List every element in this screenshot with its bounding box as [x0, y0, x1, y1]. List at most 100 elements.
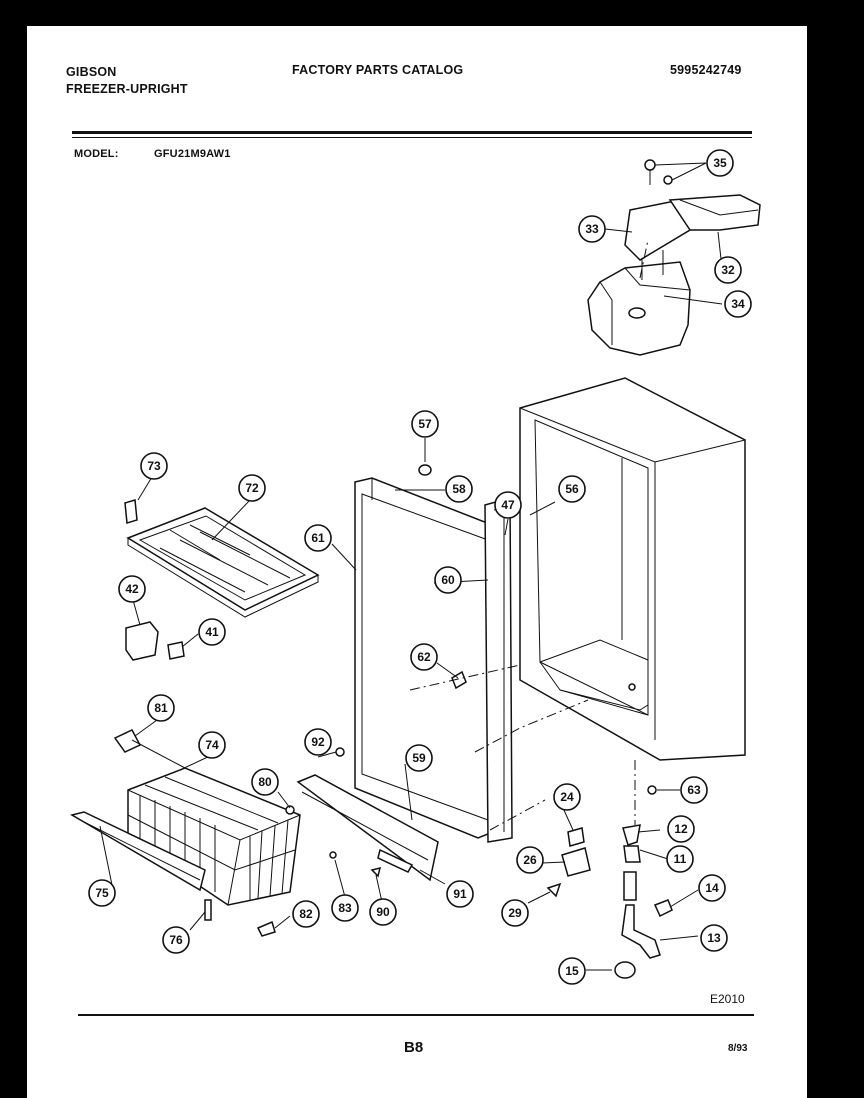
header-rule-thin	[72, 137, 752, 138]
callout-33: 33	[578, 215, 606, 243]
callout-92: 92	[304, 728, 332, 756]
callout-62: 62	[410, 643, 438, 671]
fan-motor-assembly	[587, 159, 761, 356]
callout-circle	[198, 731, 226, 759]
callout-63: 63	[680, 776, 708, 804]
callout-label: 61	[311, 531, 325, 545]
callout-label: 42	[125, 582, 139, 596]
callout-circle	[666, 845, 694, 873]
callout-label: 47	[501, 498, 515, 512]
callout-label: 72	[245, 481, 259, 495]
callout-label: 82	[299, 907, 313, 921]
page-number: B8	[404, 1039, 423, 1056]
footer-rule	[78, 1014, 754, 1016]
callout-circle	[304, 524, 332, 552]
callout-label: 91	[453, 887, 467, 901]
callout-circle	[724, 290, 752, 318]
callout-74: 74	[198, 731, 226, 759]
callout-56: 56	[558, 475, 586, 503]
callout-91: 91	[446, 880, 474, 908]
callout-circle	[698, 874, 726, 902]
callout-label: 11	[674, 852, 687, 866]
callout-circle	[714, 256, 742, 284]
catalog-number: 5995242749	[670, 63, 742, 77]
callout-24: 24	[553, 783, 581, 811]
callout-60: 60	[434, 566, 462, 594]
callout-label: 63	[687, 783, 701, 797]
callout-90: 90	[369, 898, 397, 926]
callout-circle	[700, 924, 728, 952]
callout-circle	[198, 618, 226, 646]
grilles	[70, 774, 439, 892]
callout-label: 62	[417, 650, 431, 664]
callout-83: 83	[331, 894, 359, 922]
callout-label: 14	[705, 881, 719, 895]
callout-circle	[501, 899, 529, 927]
callout-label: 60	[441, 573, 455, 587]
callout-circle	[410, 643, 438, 671]
callout-group: 35 33 32 34 57 58 47 56 73 72 61 60 42 41 62 81 74 92 80 59…	[88, 149, 752, 985]
callout-35: 35	[706, 149, 734, 177]
callout-circle	[706, 149, 734, 177]
callout-circle	[292, 900, 320, 928]
callout-label: 74	[205, 738, 219, 752]
header-rule-thick	[72, 131, 752, 134]
callout-32: 32	[714, 256, 742, 284]
callout-circle	[558, 475, 586, 503]
callout-label: 35	[713, 156, 727, 170]
print-date: 8/93	[728, 1043, 748, 1054]
callout-12: 12	[667, 815, 695, 843]
callout-label: 29	[508, 906, 522, 920]
callout-circle	[578, 215, 606, 243]
model-number: GFU21M9AW1	[154, 148, 231, 160]
callout-label: 76	[169, 933, 183, 947]
callout-42: 42	[118, 575, 146, 603]
callout-47: 47	[494, 491, 522, 519]
callout-26: 26	[516, 846, 544, 874]
callout-15: 15	[558, 957, 586, 985]
callout-11: 11	[666, 845, 694, 873]
callout-circle	[445, 475, 473, 503]
callout-label: 41	[205, 625, 219, 639]
callout-circle	[251, 768, 279, 796]
callout-34: 34	[724, 290, 752, 318]
assembly-dash-lines	[409, 239, 649, 831]
callout-41: 41	[198, 618, 226, 646]
callout-label: 80	[258, 775, 272, 789]
callout-label: 12	[674, 822, 688, 836]
callout-circle	[446, 880, 474, 908]
diagram-code: E2010	[710, 992, 745, 1006]
callout-label: 73	[147, 459, 161, 473]
callout-circle	[238, 474, 266, 502]
callout-58: 58	[445, 475, 473, 503]
callout-circle	[434, 566, 462, 594]
callout-label: 24	[560, 790, 574, 804]
callout-circle	[88, 879, 116, 907]
product-type: FREEZER-UPRIGHT	[66, 82, 188, 96]
callout-73: 73	[140, 452, 168, 480]
callout-61: 61	[304, 524, 332, 552]
callout-label: 13	[707, 931, 721, 945]
callout-label: 59	[412, 751, 426, 765]
callout-76: 76	[162, 926, 190, 954]
callout-label: 92	[311, 735, 325, 749]
callout-label: 90	[376, 905, 390, 919]
callout-circle	[147, 694, 175, 722]
callout-label: 75	[95, 886, 109, 900]
callout-label: 81	[154, 701, 168, 715]
callout-circle	[680, 776, 708, 804]
callout-circle	[405, 744, 433, 772]
callout-14: 14	[698, 874, 726, 902]
callout-82: 82	[292, 900, 320, 928]
leader-lines	[99, 162, 723, 971]
callout-circle	[369, 898, 397, 926]
callout-label: 32	[721, 263, 735, 277]
callout-label: 83	[338, 901, 352, 915]
callout-circle	[558, 957, 586, 985]
callout-81: 81	[147, 694, 175, 722]
callout-13: 13	[700, 924, 728, 952]
callout-label: 57	[418, 417, 432, 431]
callout-circle	[331, 894, 359, 922]
callout-label: 34	[731, 297, 745, 311]
